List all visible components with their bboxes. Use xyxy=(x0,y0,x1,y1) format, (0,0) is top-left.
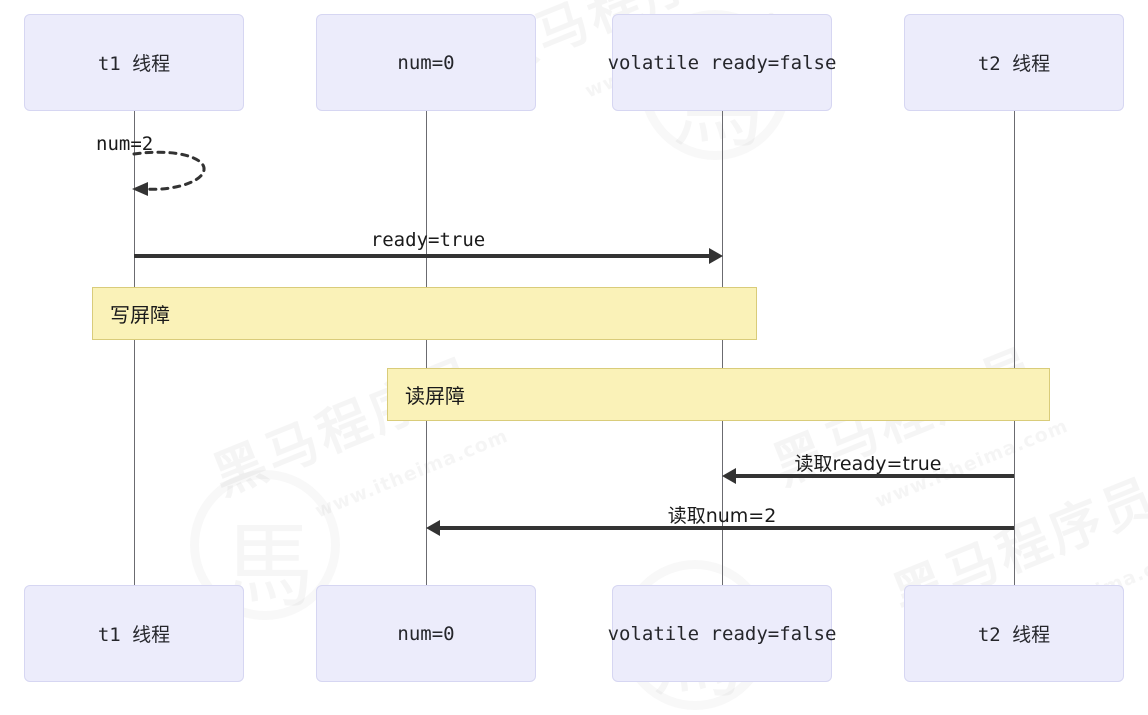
lifeline-t1 xyxy=(134,111,135,585)
message-label-ready-true: ready=true xyxy=(370,229,486,251)
participant-label: volatile ready=false xyxy=(607,51,837,74)
self-message-label-num-assign: num=2 xyxy=(96,133,154,155)
participant-bottom-ready[interactable]: volatile ready=false xyxy=(608,585,836,682)
message-arrowhead-read-num xyxy=(426,520,440,536)
participant-label: t1 线程 xyxy=(97,53,171,75)
watermark-brand-text: 黑马程序员 xyxy=(200,335,488,509)
message-label-read-ready: 读取ready=true xyxy=(794,453,942,475)
participant-bottom-t1[interactable]: t1 线程 xyxy=(24,585,244,682)
participant-label: volatile ready=false xyxy=(607,622,837,645)
message-line-read-ready xyxy=(735,474,1014,478)
note-label: 写屏障 xyxy=(110,303,170,327)
participant-top-t2[interactable]: t2 线程 xyxy=(904,14,1124,111)
lifeline-t2 xyxy=(1014,111,1015,585)
participant-bottom-t2[interactable]: t2 线程 xyxy=(904,585,1124,682)
self-message-num-assign xyxy=(130,142,240,222)
sequence-diagram: 黑马程序员www.itheima.com黑马程序员www.itheima.com… xyxy=(24,14,1124,682)
message-arrowhead-read-ready xyxy=(722,468,736,484)
participant-label: t1 线程 xyxy=(97,624,171,646)
participant-label: t2 线程 xyxy=(977,53,1051,75)
message-arrowhead-ready-true xyxy=(709,248,723,264)
participant-top-t1[interactable]: t1 线程 xyxy=(24,14,244,111)
lifeline-num xyxy=(426,111,427,585)
note-write-barrier: 写屏障 xyxy=(92,287,757,340)
note-read-barrier: 读屏障 xyxy=(387,368,1050,421)
participant-bottom-num[interactable]: num=0 xyxy=(316,585,536,682)
message-line-ready-true xyxy=(134,254,709,258)
self-message-loop-icon xyxy=(132,150,206,196)
lifeline-ready xyxy=(722,111,723,585)
note-label: 读屏障 xyxy=(405,384,465,408)
participant-top-ready[interactable]: volatile ready=false xyxy=(608,14,836,111)
participant-label: num=0 xyxy=(397,51,455,74)
message-label-read-num: 读取num=2 xyxy=(667,505,777,527)
participant-label: t2 线程 xyxy=(977,624,1051,646)
participant-top-num[interactable]: num=0 xyxy=(316,14,536,111)
watermark-url-text: www.itheima.com xyxy=(312,425,511,523)
message-line-read-num xyxy=(439,526,1014,530)
participant-label: num=0 xyxy=(397,622,455,645)
